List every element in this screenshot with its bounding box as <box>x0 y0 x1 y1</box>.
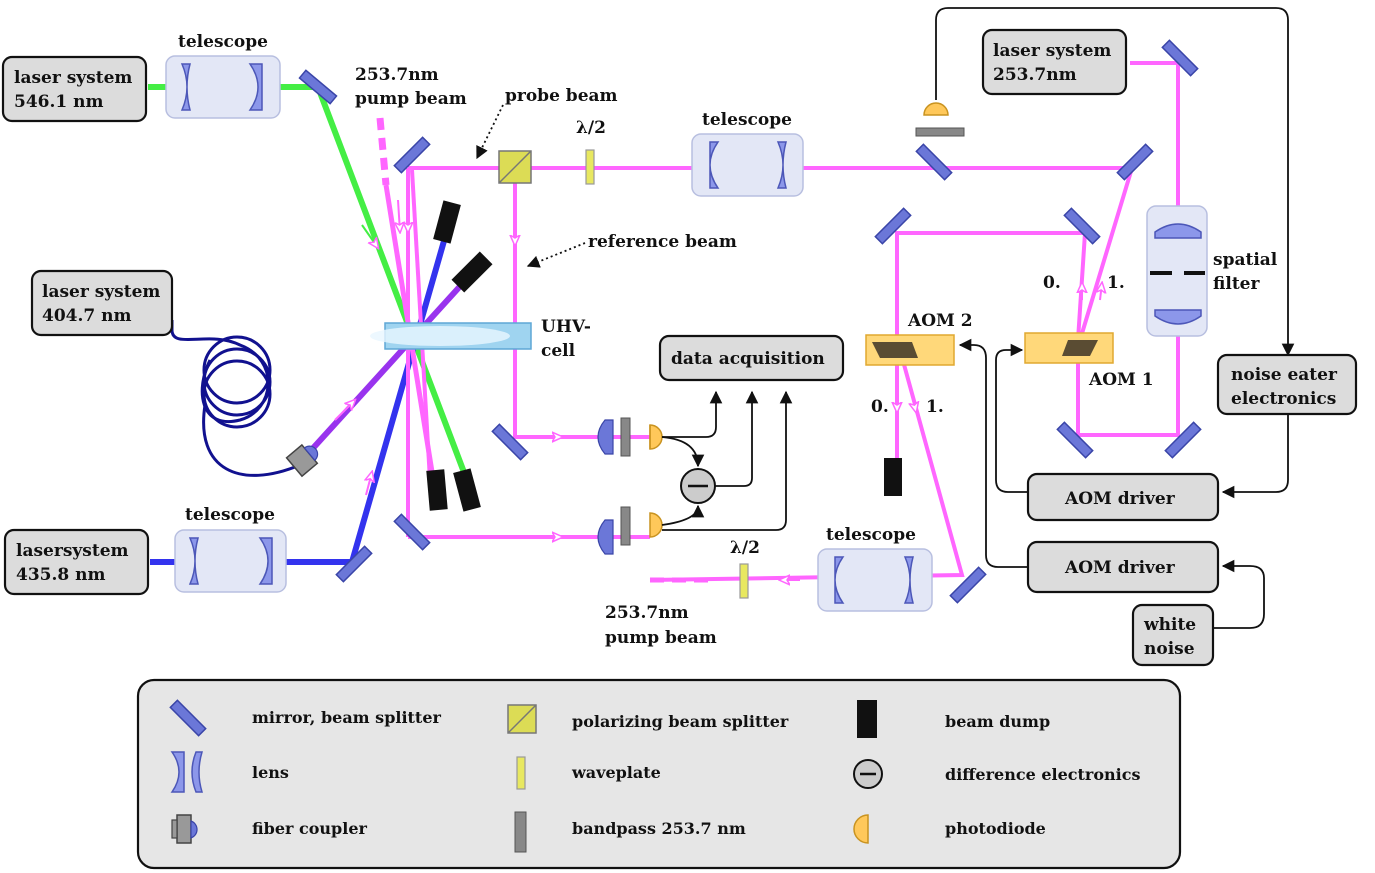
svg-text:telescope: telescope <box>185 505 275 525</box>
waveplate-icon <box>516 756 526 790</box>
polarizing-beam-splitter <box>498 150 532 184</box>
svg-text:data acquisition: data acquisition <box>671 349 825 369</box>
svg-text:AOM 1: AOM 1 <box>1088 370 1154 390</box>
legend-label-waveplate: waveplate <box>571 763 661 782</box>
white-noise-box: white noise <box>1131 603 1215 667</box>
svg-text:λ/2: λ/2 <box>576 118 606 138</box>
aom-driver-2-box: AOM driver <box>1026 540 1220 594</box>
mirrors <box>298 39 1202 604</box>
legend: mirror, beam splitter lens fiber coupler… <box>136 678 1182 870</box>
beams <box>148 61 1180 580</box>
uhv-cell: UHV- cell <box>370 317 591 361</box>
mirror-icon <box>169 699 207 737</box>
svg-text:laser system: laser system <box>14 68 132 88</box>
beam-reference <box>513 168 650 439</box>
noise-eater-box: noise eater electronics <box>1216 353 1358 416</box>
probe-beam-label: probe beam <box>505 86 618 106</box>
aom2-order-0: 0. <box>871 397 889 417</box>
lens-icon <box>170 751 204 793</box>
fiber-coupler <box>285 443 319 478</box>
waveplate-pump: λ/2 <box>730 538 760 599</box>
pump-beam-bottom-label-1: 253.7nm <box>605 603 689 623</box>
legend-label-mirror: mirror, beam splitter <box>252 708 441 727</box>
laser-546-box: laser system 546.1 nm <box>1 55 148 123</box>
pump-beam-top-label-1: 253.7nm <box>355 65 439 85</box>
svg-text:AOM driver: AOM driver <box>1064 489 1176 509</box>
beam-404nm <box>302 269 476 460</box>
spatial-filter: spatial filter <box>1146 205 1278 337</box>
svg-text:λ/2: λ/2 <box>730 538 760 558</box>
aom-2: AOM 2 <box>865 311 973 366</box>
bandpass-icon <box>514 811 527 853</box>
svg-text:spatial: spatial <box>1213 250 1278 270</box>
pump-beam-top-label-2: pump beam <box>355 89 467 109</box>
data-acquisition-box: data acquisition <box>658 334 845 382</box>
svg-text:AOM 2: AOM 2 <box>907 311 973 331</box>
beam-dump-icon <box>857 700 877 738</box>
fiber-coupler-icon <box>171 814 198 844</box>
svg-text:laser system: laser system <box>993 41 1111 61</box>
svg-text:253.7nm: 253.7nm <box>993 65 1077 85</box>
svg-text:noise: noise <box>1144 639 1195 659</box>
aom-driver-1-box: AOM driver <box>1026 472 1220 522</box>
photodiode-noise-eater <box>915 102 965 137</box>
laser-2537-box: laser system 253.7nm <box>981 28 1128 96</box>
svg-text:telescope: telescope <box>702 110 792 130</box>
aom1-order-1: 1. <box>1107 273 1125 293</box>
beam-dumps <box>426 200 902 512</box>
label-pointers <box>476 104 586 268</box>
reference-beam-label: reference beam <box>588 232 737 252</box>
detector-probe <box>597 506 663 555</box>
detector-reference <box>597 417 663 457</box>
telescope-probe: telescope <box>691 110 804 197</box>
aom-1: AOM 1 <box>1024 332 1154 390</box>
svg-text:telescope: telescope <box>178 32 268 52</box>
pbs-icon <box>507 704 537 734</box>
svg-text:noise eater: noise eater <box>1231 365 1338 385</box>
pump-beam-bottom-label-2: pump beam <box>605 628 717 648</box>
svg-text:white: white <box>1143 615 1196 635</box>
aom2-order-1: 1. <box>926 397 944 417</box>
difference-electronics <box>680 468 716 504</box>
beam-253-source <box>1076 61 1180 437</box>
legend-label-bandpass: bandpass 253.7 nm <box>572 819 746 838</box>
legend-label-fiber-coupler: fiber coupler <box>252 819 367 838</box>
legend-label-beam-dump: beam dump <box>945 712 1050 731</box>
svg-text:435.8 nm: 435.8 nm <box>16 565 106 585</box>
svg-text:laser system: laser system <box>42 282 160 302</box>
laser-404-box: laser system 404.7 nm <box>30 269 174 337</box>
legend-label-difference: difference electronics <box>945 765 1140 784</box>
telescope-546: telescope <box>165 32 281 119</box>
legend-label-photodiode: photodiode <box>945 819 1046 838</box>
svg-text:lasersystem: lasersystem <box>16 541 129 561</box>
signal-wires <box>661 7 1295 629</box>
telescope-435: telescope <box>174 505 287 593</box>
svg-text:filter: filter <box>1213 274 1260 294</box>
waveplate-probe: λ/2 <box>576 118 606 185</box>
fiber-404nm <box>170 320 301 477</box>
photodiode-icon <box>853 814 869 844</box>
legend-label-pbs: polarizing beam splitter <box>572 712 789 731</box>
svg-text:546.1 nm: 546.1 nm <box>14 92 104 112</box>
svg-text:telescope: telescope <box>826 525 916 545</box>
difference-icon <box>853 759 883 789</box>
svg-text:AOM driver: AOM driver <box>1064 558 1176 578</box>
svg-text:electronics: electronics <box>1231 389 1336 409</box>
svg-text:cell: cell <box>541 341 576 361</box>
aom1-order-0: 0. <box>1043 273 1061 293</box>
svg-text:404.7 nm: 404.7 nm <box>42 306 132 326</box>
svg-text:UHV-: UHV- <box>541 317 591 337</box>
telescope-pump: telescope <box>817 525 933 612</box>
laser-435-box: lasersystem 435.8 nm <box>3 528 150 596</box>
legend-label-lens: lens <box>252 763 289 782</box>
